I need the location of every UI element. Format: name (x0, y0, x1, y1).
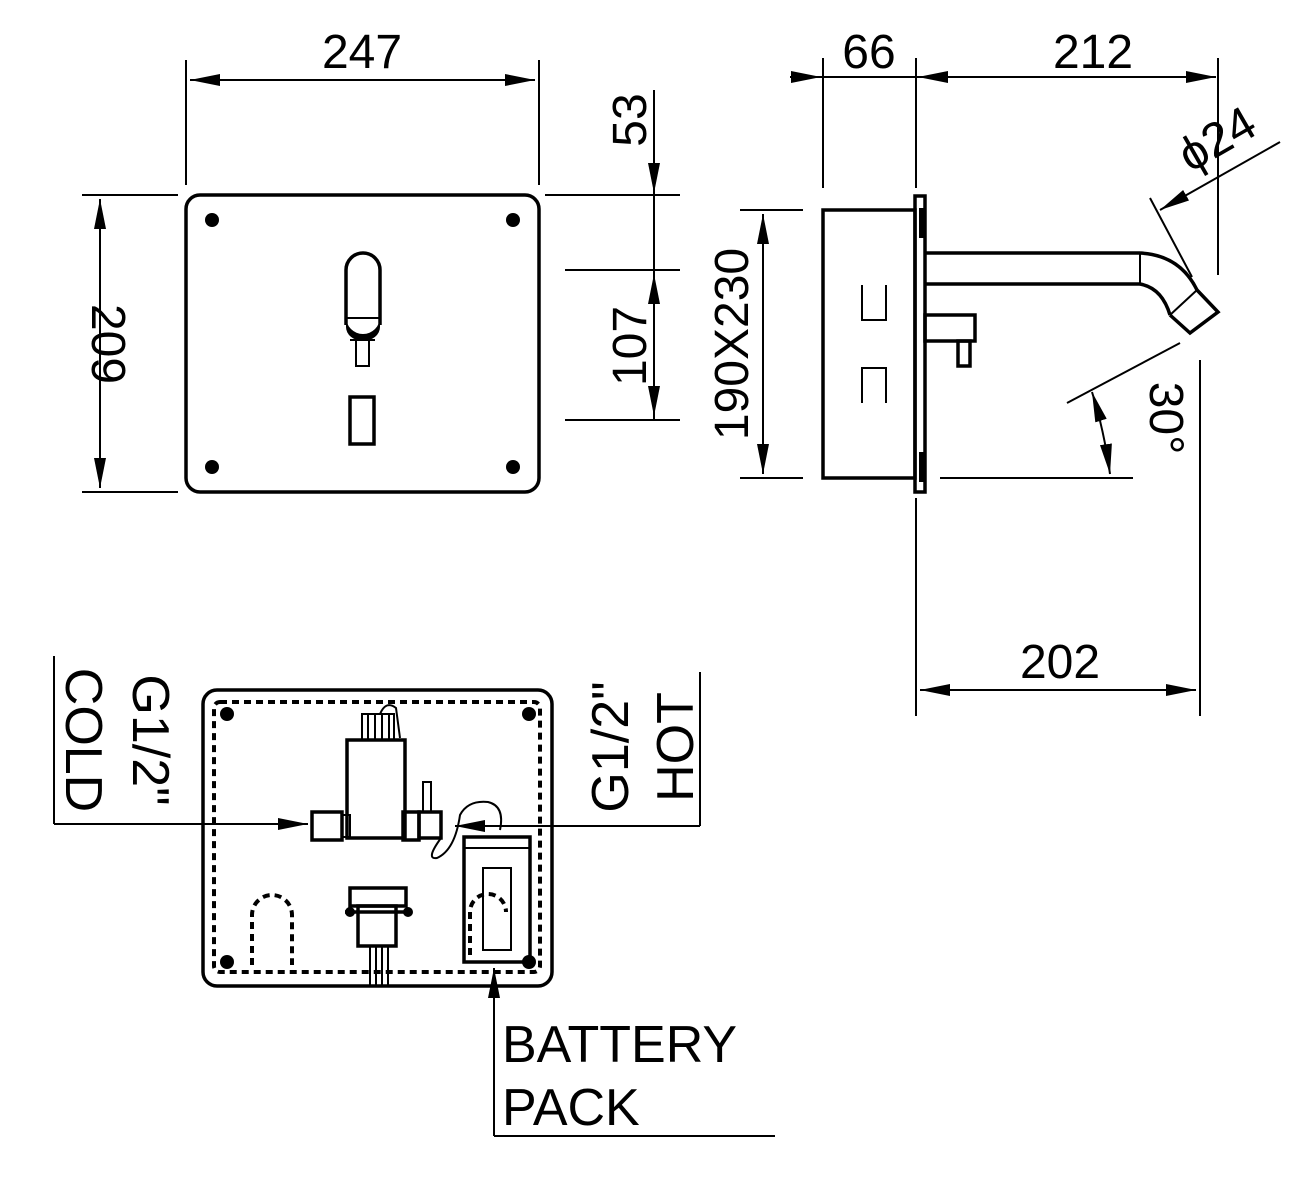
battery-pack-shape (462, 835, 532, 964)
angle-dimension: 30° (1139, 382, 1192, 455)
hot-thread-label: G1/2" (582, 681, 640, 812)
spout-reach-dimension: 212 (1053, 26, 1133, 79)
sensor-cable (430, 800, 503, 860)
hot-label: HOT (647, 692, 705, 802)
solenoid-valve (310, 704, 443, 842)
angle-dimension-arc (1091, 391, 1112, 475)
install-box-outer (201, 688, 554, 988)
install-screw-bottom-left (220, 955, 234, 969)
width-dimension: 247 (322, 26, 402, 79)
install-screw-top-right (522, 707, 536, 721)
battery-label-line1: BATTERY (502, 1016, 737, 1074)
screw-bottom-right (506, 460, 520, 474)
front-view: 247 209 53 107 (81, 26, 680, 494)
cold-thread-label: G1/2" (121, 674, 179, 805)
spout-diameter-dimension-line (1159, 141, 1281, 211)
lever (923, 313, 977, 368)
hook-left (250, 893, 294, 965)
bracket-top (861, 285, 887, 321)
screw-bottom-left (205, 460, 219, 474)
indicator-slot (348, 395, 376, 446)
screw-top-left (205, 213, 219, 227)
installation-view: G1/2" COLD G1/2" HOT BATTERY PACK (53, 656, 775, 1137)
side-view: 66 212 ϕ24 190X230 30° 202 (706, 26, 1281, 716)
install-screw-top-left (220, 707, 234, 721)
spout (925, 251, 1221, 336)
box-depth-dimension: 66 (842, 26, 895, 79)
bracket-bottom (861, 367, 887, 403)
spout-diameter-dimension: ϕ24 (1169, 97, 1265, 183)
sensor-module (345, 886, 413, 986)
sensor-span-dimension: 107 (604, 306, 657, 386)
height-dimension: 209 (81, 304, 134, 384)
projection-dimension: 202 (1020, 636, 1100, 689)
cold-label: COLD (54, 668, 112, 812)
front-plate (184, 193, 541, 494)
battery-label-line2: PACK (502, 1079, 640, 1137)
wall-plate (913, 194, 927, 494)
box-side (821, 208, 917, 480)
hook-right (468, 892, 508, 955)
screw-top-right (506, 213, 520, 227)
top-offset-dimension: 53 (604, 93, 657, 146)
cutout-dimension: 190X230 (706, 248, 759, 440)
sensor-window (344, 251, 382, 367)
